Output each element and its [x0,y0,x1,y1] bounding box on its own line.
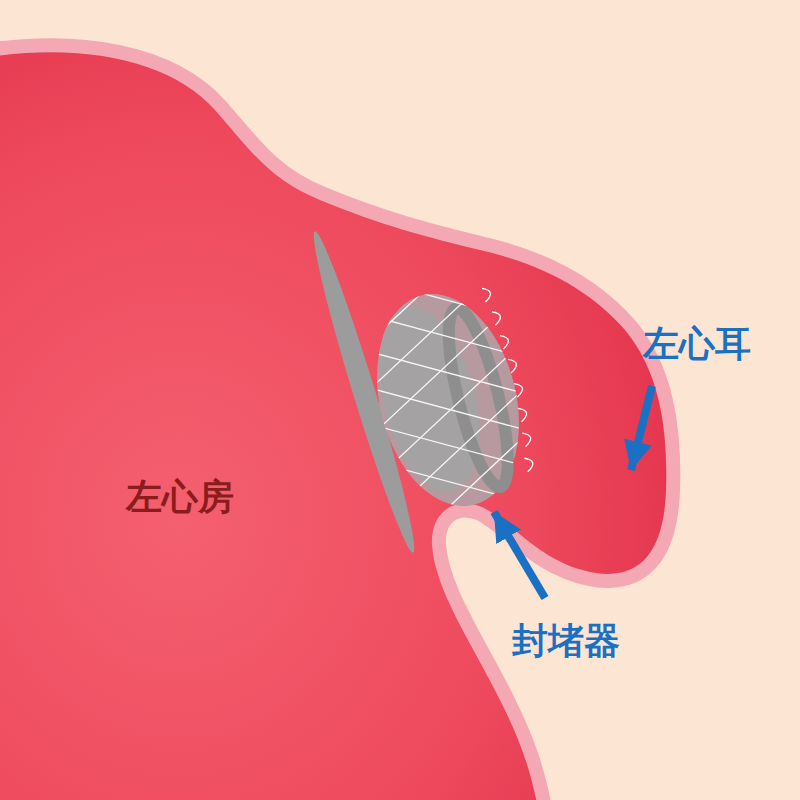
atrium-wall [0,52,666,800]
leader-arrow [631,386,652,470]
chamber-label: 左心房 [126,477,234,517]
part-label: 左心耳 [643,324,751,364]
part-label: 封堵器 [512,621,620,661]
occluder [304,223,579,596]
occluder-lobe [322,223,579,596]
leader-arrow [494,512,545,598]
